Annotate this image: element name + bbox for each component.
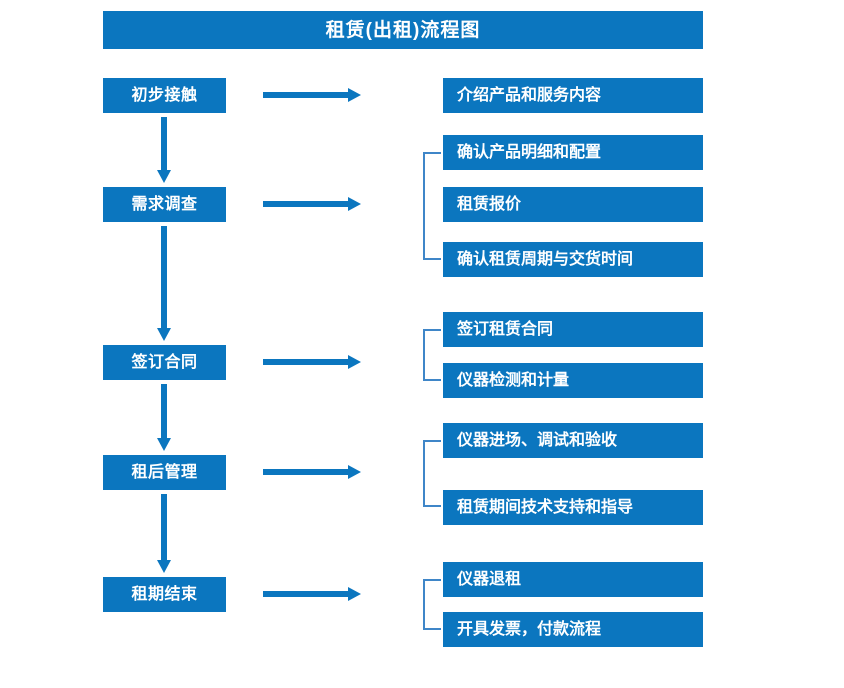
diagram-title-text: 租赁(出租)流程图 <box>325 19 481 41</box>
group-bracket-stage-4 <box>423 440 441 507</box>
detail-label: 仪器退租 <box>457 570 522 588</box>
detail-box-instrument-entry-commissioning[interactable]: 仪器进场、调试和验收 <box>443 423 703 458</box>
stage-box-initial-contact[interactable]: 初步接触 <box>103 78 226 113</box>
stage-label: 租期结束 <box>131 585 198 603</box>
diagram-title-banner: 租赁(出租)流程图 <box>103 11 703 49</box>
detail-box-invoice-payment[interactable]: 开具发票，付款流程 <box>443 612 703 647</box>
right-arrow-icon-stage-5 <box>263 587 361 601</box>
detail-label: 确认产品明细和配置 <box>457 143 602 161</box>
group-bracket-stage-3 <box>423 329 441 381</box>
detail-label: 确认租赁周期与交货时间 <box>457 250 634 268</box>
stage-box-requirement-survey[interactable]: 需求调查 <box>103 187 226 222</box>
right-arrow-icon-stage-4 <box>263 465 361 479</box>
right-arrow-icon-stage-3 <box>263 355 361 369</box>
stage-label: 需求调查 <box>131 195 198 213</box>
stage-box-lease-end[interactable]: 租期结束 <box>103 577 226 612</box>
stage-box-post-rental-management[interactable]: 租后管理 <box>103 455 226 490</box>
detail-label: 仪器检测和计量 <box>457 371 570 389</box>
stage-label: 签订合同 <box>131 353 198 371</box>
detail-box-instrument-inspection[interactable]: 仪器检测和计量 <box>443 363 703 398</box>
detail-label: 租赁报价 <box>457 195 522 213</box>
right-arrow-icon-stage-2 <box>263 197 361 211</box>
down-arrow-icon-management-to-end <box>157 494 171 573</box>
detail-label: 开具发票，付款流程 <box>457 620 602 638</box>
right-arrow-icon-stage-1 <box>263 88 361 102</box>
stage-label: 租后管理 <box>131 463 198 481</box>
stage-label: 初步接触 <box>131 86 198 104</box>
detail-label: 介绍产品和服务内容 <box>457 86 602 104</box>
detail-box-confirm-product-spec[interactable]: 确认产品明细和配置 <box>443 135 703 170</box>
group-bracket-stage-2 <box>423 152 441 260</box>
stage-box-sign-contract[interactable]: 签订合同 <box>103 345 226 380</box>
down-arrow-icon-survey-to-contract <box>157 226 171 341</box>
group-bracket-stage-5 <box>423 579 441 630</box>
detail-box-confirm-period-delivery[interactable]: 确认租赁周期与交货时间 <box>443 242 703 277</box>
detail-label: 租赁期间技术支持和指导 <box>457 498 634 516</box>
detail-box-instrument-return[interactable]: 仪器退租 <box>443 562 703 597</box>
detail-box-introduce-products[interactable]: 介绍产品和服务内容 <box>443 78 703 113</box>
detail-box-technical-support[interactable]: 租赁期间技术支持和指导 <box>443 490 703 525</box>
detail-label: 签订租赁合同 <box>457 320 554 338</box>
detail-label: 仪器进场、调试和验收 <box>457 431 618 449</box>
detail-box-rental-quotation[interactable]: 租赁报价 <box>443 187 703 222</box>
detail-box-sign-rental-contract[interactable]: 签订租赁合同 <box>443 312 703 347</box>
down-arrow-icon-initial-to-survey <box>157 117 171 183</box>
down-arrow-icon-contract-to-management <box>157 384 171 451</box>
